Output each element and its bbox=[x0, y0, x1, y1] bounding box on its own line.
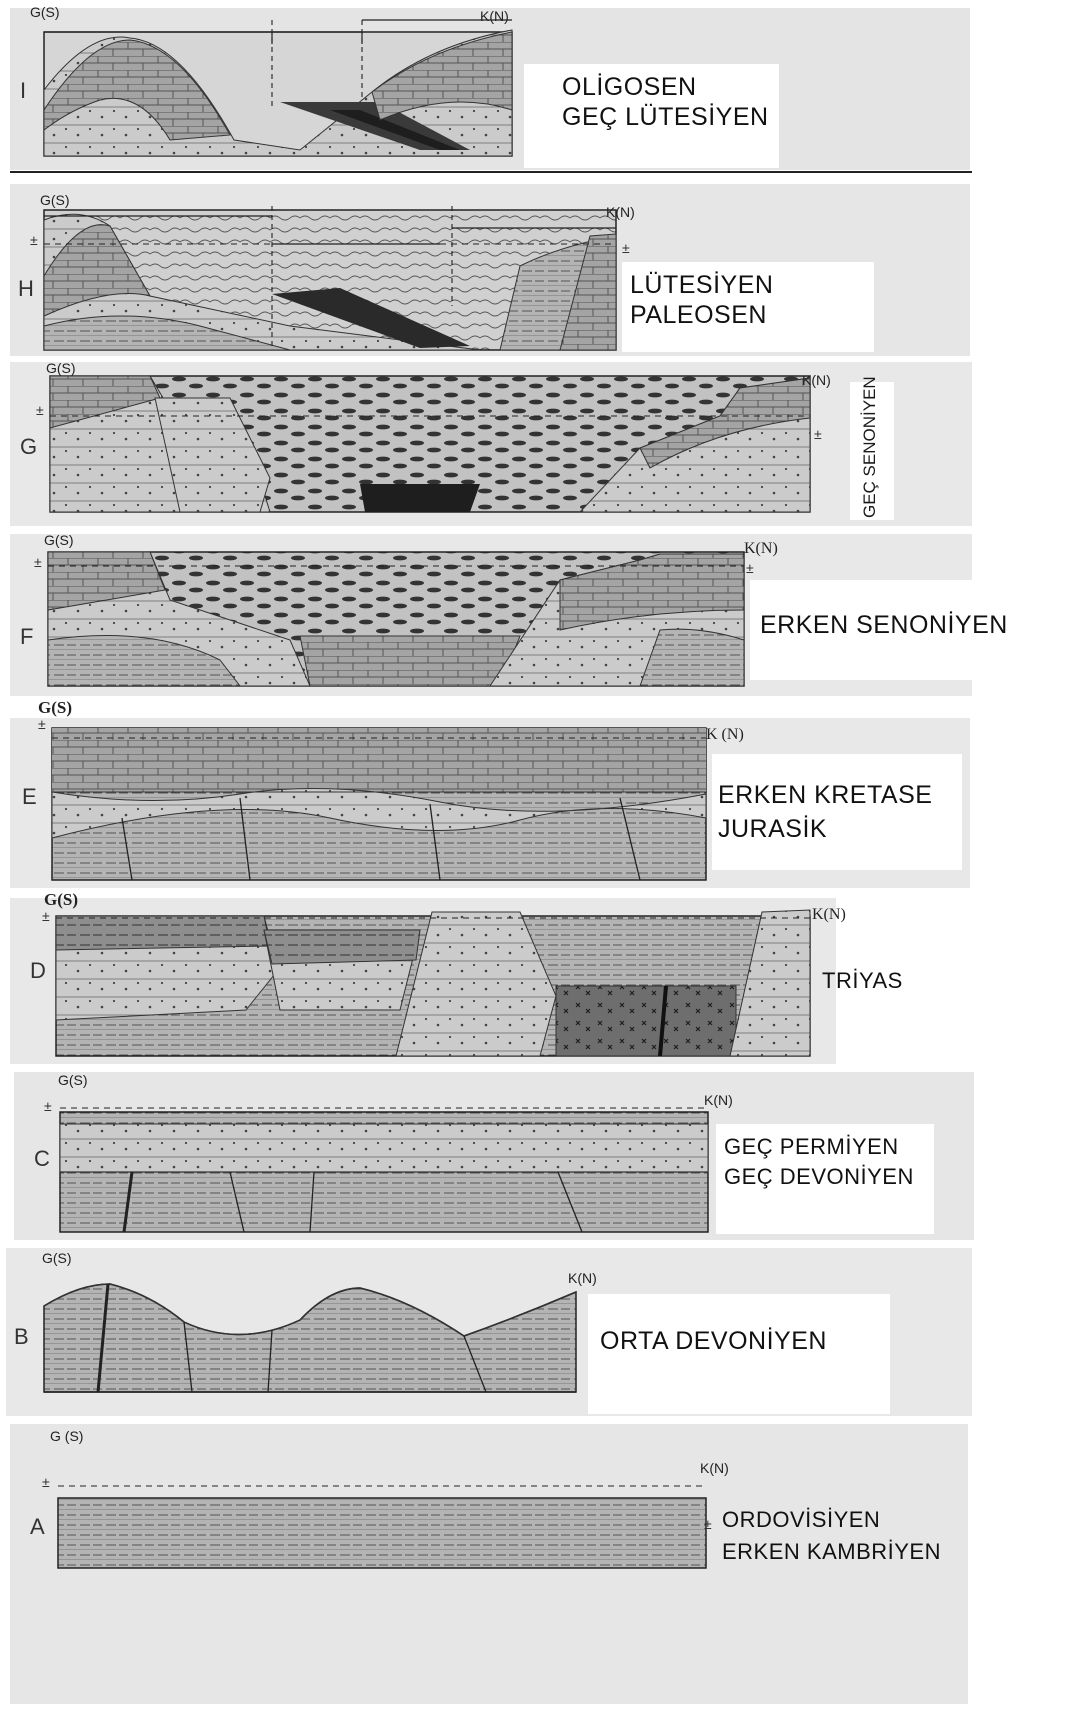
sea-level-mark: ± bbox=[42, 1474, 50, 1490]
panel-G: G(S) K(N) ± ± G GEÇ SENONİYEN bbox=[0, 358, 1071, 528]
north-label: K(N) bbox=[704, 1092, 733, 1108]
panel-letter: E bbox=[22, 784, 37, 810]
age-line: ERKEN KAMBRİYEN bbox=[722, 1536, 941, 1568]
age-label: GEÇ PERMİYEN GEÇ DEVONİYEN bbox=[724, 1132, 914, 1192]
panel-A: G (S) K(N) ± ± A ORDOVİSİYEN ERKEN KAMBR… bbox=[0, 1420, 1071, 1711]
panel-letter: B bbox=[14, 1324, 29, 1350]
south-label: G(S) bbox=[58, 1072, 88, 1088]
sea-level-mark: ± bbox=[746, 560, 754, 576]
age-label: OLİGOSEN GEÇ LÜTESİYEN bbox=[562, 72, 769, 132]
sea-level-mark: ± bbox=[36, 402, 44, 418]
age-label: ERKEN KRETASE JURASİK bbox=[718, 778, 932, 846]
age-label-vertical: GEÇ SENONİYEN bbox=[860, 376, 880, 518]
sea-level-mark: ± bbox=[38, 716, 46, 732]
age-label: ERKEN SENONİYEN bbox=[760, 610, 1008, 640]
south-label: G (S) bbox=[50, 1428, 83, 1444]
cross-section-G bbox=[0, 358, 1071, 528]
sea-level-mark: ± bbox=[30, 232, 38, 248]
sea-level-mark: ± bbox=[704, 1516, 712, 1532]
age-label: ORTA DEVONİYEN bbox=[600, 1326, 827, 1356]
cross-section-B bbox=[0, 1244, 1071, 1420]
age-line: GEÇ LÜTESİYEN bbox=[562, 102, 769, 132]
sea-level-mark: ± bbox=[814, 426, 822, 442]
panel-letter: D bbox=[30, 958, 46, 984]
age-line: TRİYAS bbox=[822, 966, 903, 996]
panel-C: G(S) K(N) ± C GEÇ PERMİYEN GEÇ DEVONİYEN bbox=[0, 1068, 1071, 1244]
panel-letter: I bbox=[20, 78, 26, 104]
age-line: ERKEN SENONİYEN bbox=[760, 610, 1008, 640]
north-label: K(N) bbox=[744, 540, 778, 558]
south-label: G(S) bbox=[30, 4, 60, 20]
north-label: K(N) bbox=[812, 906, 846, 924]
age-line: ORDOVİSİYEN bbox=[722, 1504, 941, 1536]
age-label: ORDOVİSİYEN ERKEN KAMBRİYEN bbox=[722, 1504, 941, 1568]
age-line: GEÇ PERMİYEN bbox=[724, 1132, 914, 1162]
panel-letter: H bbox=[18, 276, 34, 302]
age-line: GEÇ DEVONİYEN bbox=[724, 1162, 914, 1192]
sea-level-mark: ± bbox=[622, 240, 630, 256]
sea-level-mark: ± bbox=[44, 1098, 52, 1114]
age-label: TRİYAS bbox=[822, 966, 903, 996]
south-label: G(S) bbox=[40, 192, 70, 208]
panel-D: G(S) K(N) ± D TRİYAS bbox=[0, 890, 1071, 1068]
panel-F: G(S) K(N) ± ± F ERKEN SENONİYEN bbox=[0, 530, 1071, 698]
south-label: G(S) bbox=[38, 698, 72, 718]
panel-letter: C bbox=[34, 1146, 50, 1172]
panel-E: G(S) K (N) ± E ERKEN KRETASE JURASİK bbox=[0, 698, 1071, 890]
age-line: LÜTESİYEN bbox=[630, 270, 773, 300]
south-label: G(S) bbox=[44, 532, 74, 548]
sea-level-mark: ± bbox=[42, 908, 50, 924]
age-line: ORTA DEVONİYEN bbox=[600, 1326, 827, 1356]
south-label: G(S) bbox=[46, 360, 76, 376]
north-label: K(N) bbox=[568, 1270, 597, 1286]
south-label: G(S) bbox=[44, 890, 78, 910]
cross-section-H bbox=[0, 176, 1071, 360]
age-line: OLİGOSEN bbox=[562, 72, 769, 102]
north-label: K(N) bbox=[802, 372, 831, 388]
sea-level-mark: ± bbox=[34, 554, 42, 570]
north-label: K(N) bbox=[606, 204, 635, 220]
age-line: ERKEN KRETASE bbox=[718, 778, 932, 812]
cross-section-D bbox=[0, 890, 1071, 1068]
divider-line bbox=[10, 171, 972, 173]
panel-letter: A bbox=[30, 1514, 45, 1540]
north-label: K(N) bbox=[480, 8, 509, 24]
panel-H: G(S) K(N) ± ± H LÜTESİYEN PALEOSEN bbox=[0, 176, 1071, 360]
north-label: K(N) bbox=[700, 1460, 729, 1476]
age-line: PALEOSEN bbox=[630, 300, 773, 330]
age-line: JURASİK bbox=[718, 812, 932, 846]
panel-letter: F bbox=[20, 624, 33, 650]
north-label: K (N) bbox=[706, 726, 744, 744]
south-label: G(S) bbox=[42, 1250, 72, 1266]
panel-B: G(S) K(N) B ORTA DEVONİYEN bbox=[0, 1244, 1071, 1420]
age-label: LÜTESİYEN PALEOSEN bbox=[630, 270, 773, 330]
panel-letter: G bbox=[20, 434, 37, 460]
panel-I: G(S) K(N) I OLİGOSEN GEÇ LÜTESİYEN bbox=[0, 0, 1071, 175]
